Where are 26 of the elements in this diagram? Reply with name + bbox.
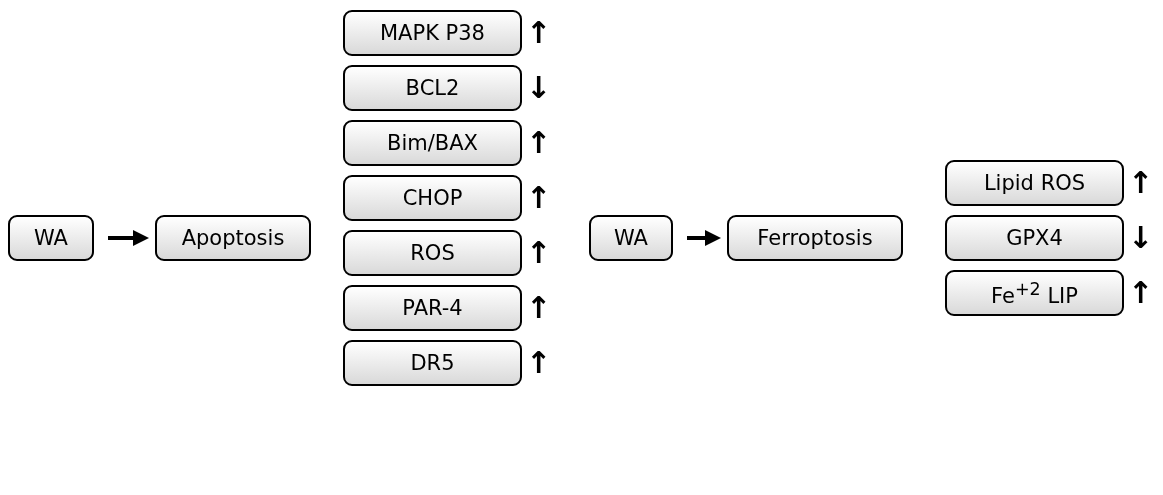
- process-box: Bim/BAX: [343, 120, 522, 166]
- arrow-icon: ↑: [1128, 168, 1154, 198]
- arrow-icon: ↑: [526, 18, 552, 48]
- arrow-icon: ↑: [526, 128, 552, 158]
- process-box: MAPK P38: [343, 10, 522, 56]
- arrow: [108, 230, 149, 246]
- arrow-icon: ↑: [526, 238, 552, 268]
- process-box: Ferroptosis: [727, 215, 903, 261]
- process-box: GPX4: [945, 215, 1124, 261]
- process-box: ROS: [343, 230, 522, 276]
- process-box: Lipid ROS: [945, 160, 1124, 206]
- arrow-icon: ↓: [526, 73, 552, 103]
- process-box: DR5: [343, 340, 522, 386]
- process-box: CHOP: [343, 175, 522, 221]
- process-box: Fe$^{+2}$ LIP: [945, 270, 1124, 316]
- process-box: WA: [589, 215, 673, 261]
- arrow-icon: ↓: [1128, 223, 1154, 253]
- arrow: [687, 230, 721, 246]
- arrow-icon: ↑: [526, 183, 552, 213]
- process-box: WA: [8, 215, 94, 261]
- arrow-icon: ↑: [526, 293, 552, 323]
- arrow-icon: ↑: [526, 348, 552, 378]
- process-box: PAR-4: [343, 285, 522, 331]
- process-box: Apoptosis: [155, 215, 311, 261]
- process-box: BCL2: [343, 65, 522, 111]
- arrow-icon: ↑: [1128, 278, 1154, 308]
